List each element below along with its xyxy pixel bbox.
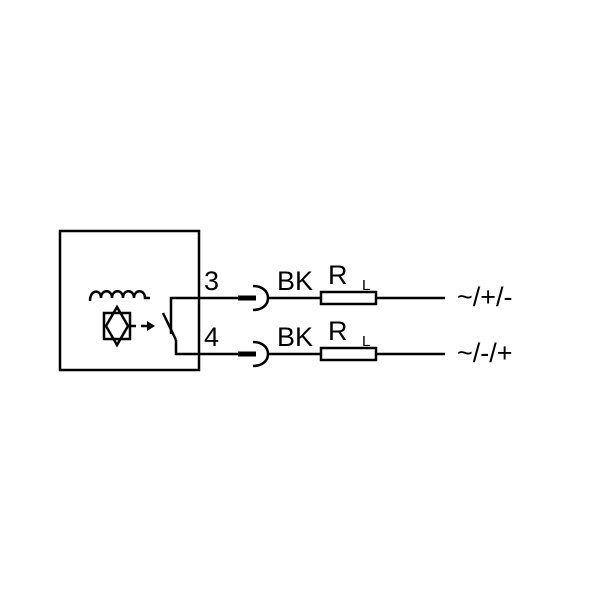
- supply-polarity: ~/+/-: [457, 282, 513, 312]
- wire-color-label: BK: [277, 266, 313, 296]
- load-resistor-label: R: [328, 316, 348, 346]
- sensor-housing: [58, 229, 201, 372]
- load-resistor-subscript: L: [362, 333, 370, 350]
- inductive-sensor-icon: [102, 304, 155, 348]
- load-resistor-subscript: L: [362, 277, 370, 294]
- terminal-row-3: 3 BK R L ~/+/-: [204, 260, 513, 312]
- pin-number-3: 3: [204, 266, 219, 296]
- supply-polarity: ~/-/+: [457, 338, 513, 368]
- switch-contact: [161, 296, 241, 356]
- wire-color-label: BK: [277, 322, 313, 352]
- pin-number-4: 4: [204, 322, 219, 352]
- load-resistor-label: R: [328, 260, 348, 290]
- terminal-row-4: 4 BK R L ~/-/+: [204, 316, 513, 368]
- coil-icon: [88, 290, 150, 302]
